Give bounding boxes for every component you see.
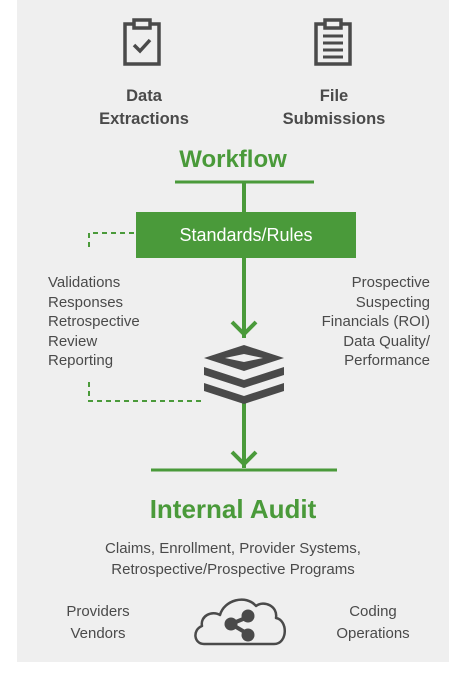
standards-rules-box: Standards/Rules (136, 212, 356, 258)
dashed-connector-top (88, 232, 136, 247)
coding-label: Coding (349, 603, 397, 620)
cloud-share-icon (194, 598, 286, 646)
file-submissions-label: File Submissions (254, 85, 414, 131)
arrow-down-icon-2 (230, 450, 258, 467)
workflow-title: Workflow (179, 146, 287, 173)
right-activities: Prospective Suspecting Financials (ROI) … (322, 273, 430, 371)
file-submissions-line1: File (319, 87, 349, 105)
file-submissions-line2: Submissions (282, 110, 386, 128)
audit-description-line1: Claims, Enrollment, Provider Systems, (105, 540, 361, 557)
internal-audit-title: Internal Audit (149, 494, 317, 524)
coding-operations: Coding Operations (318, 601, 428, 645)
providers-vendors: Providers Vendors (48, 601, 148, 645)
audit-description-line2: Retrospective/Prospective Programs (111, 561, 355, 578)
right-item: Suspecting (355, 293, 430, 311)
document-list-icon (314, 18, 352, 66)
left-activities: Validations Responses Retrospective Revi… (48, 273, 140, 371)
left-item: Validations (48, 274, 121, 291)
data-extractions-line2: Extractions (99, 110, 189, 128)
providers-label: Providers (66, 603, 130, 620)
dashed-connector-bottom (88, 382, 205, 402)
arrow-down-icon-1 (230, 320, 258, 337)
data-extractions-label: Data Extractions (64, 85, 224, 131)
right-item: Performance (344, 352, 430, 370)
left-item: Responses (48, 293, 124, 311)
database-stack-icon (204, 345, 284, 404)
operations-label: Operations (336, 625, 410, 642)
left-item: Retrospective (48, 313, 140, 331)
vendors-label: Vendors (70, 625, 126, 642)
data-extractions-line1: Data (126, 87, 162, 105)
left-item: Review (48, 332, 98, 350)
clipboard-check-icon (123, 18, 161, 66)
right-item: Data Quality/ (343, 332, 430, 350)
right-item: Financials (ROI) (321, 313, 430, 331)
diagram-panel (17, 0, 449, 662)
audit-description: Claims, Enrollment, Provider Systems, Re… (17, 538, 449, 580)
left-item: Reporting (48, 352, 114, 370)
right-item: Prospective (351, 274, 430, 291)
